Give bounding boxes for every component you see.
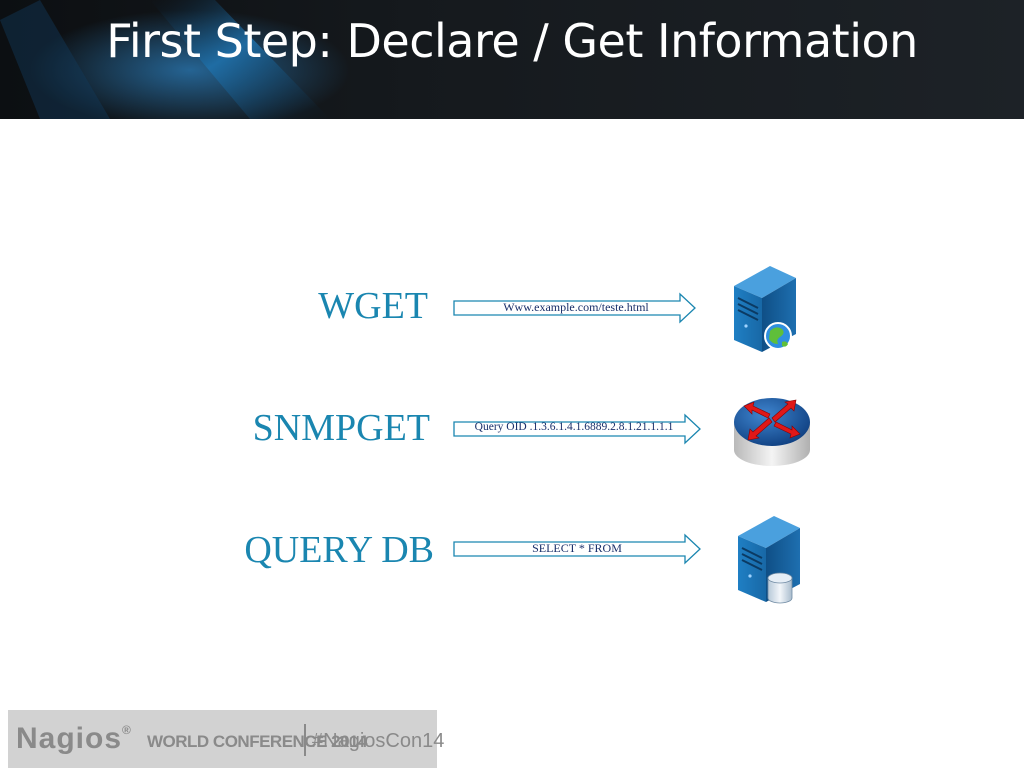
snmpget-arrow [453, 413, 701, 445]
query-db-sql-text: SELECT * FROM [532, 541, 622, 555]
web-server-icon [734, 266, 796, 352]
nagios-logo-text: Nagios [16, 722, 123, 755]
database-server-icon [738, 516, 800, 604]
footer-divider [304, 724, 306, 756]
query-db-arrow [453, 533, 701, 565]
snmpget-oid-text: Query OID .1.3.6.1.4.1.6889.2.8.1.21.1.1… [474, 421, 674, 433]
slide-header: First Step: Declare / Get Information [0, 0, 1024, 119]
conference-hashtag: #NagiosCon14 [312, 730, 445, 752]
registered-mark: ® [122, 723, 132, 737]
conference-name: WORLD CONFERENCE 2014 [147, 732, 367, 751]
slide-title: First Step: Declare / Get Information [106, 14, 918, 68]
nagios-logo: Nagios® [16, 722, 132, 756]
conference-footer: Nagios® WORLD CONFERENCE 2014 #NagiosCon… [8, 710, 444, 768]
header-streak-decoration [0, 0, 350, 119]
wget-label: WGET [318, 285, 428, 327]
snmpget-label: SNMPGET [252, 407, 430, 449]
router-icon [734, 398, 810, 466]
wget-url-text: Www.example.com/teste.html [503, 300, 649, 314]
wget-arrow [453, 292, 696, 324]
query-db-label: QUERY DB [244, 529, 434, 571]
